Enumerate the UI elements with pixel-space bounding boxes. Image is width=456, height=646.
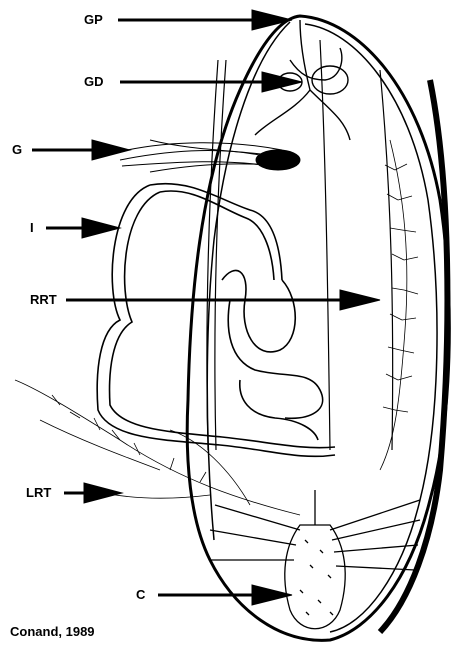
arrow-gd: [120, 72, 302, 92]
label-lrt: LRT: [26, 486, 51, 499]
label-gp: GP: [84, 13, 103, 26]
label-gd: GD: [84, 75, 104, 88]
label-c: C: [136, 588, 145, 601]
arrow-gp: [118, 10, 292, 30]
arrow-lrt: [64, 483, 122, 503]
body-wall: [187, 16, 449, 640]
figure-credit: Conand, 1989: [10, 624, 95, 639]
gonad: [118, 140, 300, 172]
label-g: G: [12, 143, 22, 156]
label-i: I: [30, 221, 34, 234]
arrow-g: [32, 140, 130, 160]
arrow-c: [158, 585, 292, 605]
cloaca: [210, 490, 420, 629]
label-rrt: RRT: [30, 293, 57, 306]
arrow-i: [46, 218, 120, 238]
